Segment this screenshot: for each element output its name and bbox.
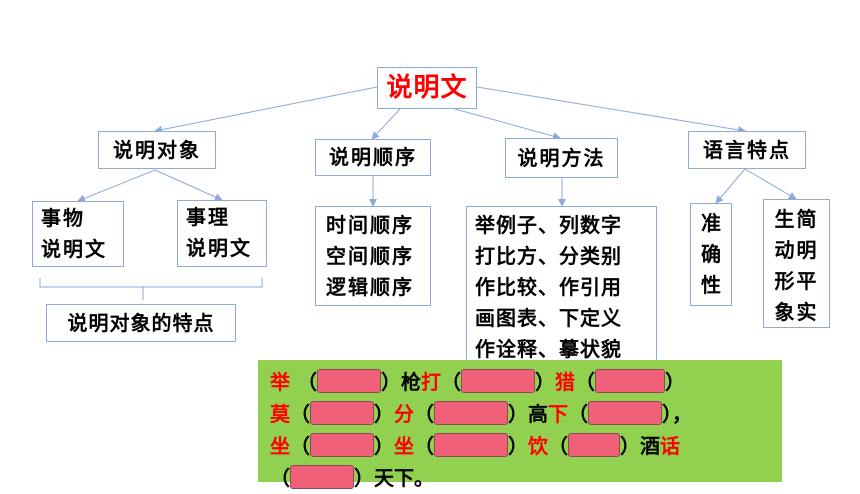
method-items: 举例子、列数字 打比方、分类别 作比较、作引用 画图表、下定义 作诠释、摹状貌 — [466, 206, 657, 366]
paren-close: ） — [508, 434, 528, 458]
paren-close: ） — [620, 434, 640, 458]
answer-blank[interactable] — [568, 433, 620, 457]
connector-root-order — [371, 108, 401, 140]
paren-close: ） — [664, 370, 685, 394]
highlight-char: 坐 — [270, 434, 290, 458]
answer-blank[interactable] — [594, 369, 665, 393]
object-leaf-reasoning: 事理 说明文 — [177, 200, 267, 267]
text: ， — [672, 402, 692, 426]
highlight-char: 话 — [660, 434, 680, 458]
language-left: 准 确 性 — [690, 203, 732, 306]
paren-open: （ — [296, 370, 317, 394]
highlight-char: 分 — [394, 402, 414, 426]
leaf-line: 事理 — [186, 205, 230, 229]
answer-blank[interactable] — [434, 433, 508, 457]
text: 天下。 — [374, 466, 434, 490]
category-method: 说明方法 — [505, 138, 618, 178]
category-language: 语言特点 — [688, 131, 806, 169]
method-item: 作诠释、摹状貌 — [475, 337, 622, 361]
language-pair: 动明 — [774, 238, 819, 262]
answer-blank[interactable] — [316, 369, 381, 393]
order-item: 时间顺序 — [326, 213, 414, 237]
language-pair: 生简 — [774, 207, 819, 231]
paren-open: （ — [574, 370, 595, 394]
connector-language-right — [744, 168, 797, 200]
text: 枪 — [400, 370, 421, 394]
highlight-char: 莫 — [270, 402, 290, 426]
language-pair: 形平 — [774, 269, 819, 293]
quiz-overlay: 举 （）枪打（）猎（） 莫（）分（）高下（）， 坐（）坐（）饮（）酒话 （）天下… — [258, 360, 782, 490]
category-order: 说明顺序 — [315, 139, 431, 176]
text: 高 — [528, 402, 548, 426]
paren-open: （ — [290, 434, 310, 458]
highlight-char: 打 — [420, 370, 441, 394]
answer-blank[interactable] — [588, 401, 662, 425]
connector-object-leaf1 — [77, 169, 156, 203]
quiz-row-2: 莫（）分（）高下（）， — [270, 398, 774, 430]
paren-open: （ — [290, 402, 310, 426]
paren-open: （ — [270, 466, 290, 490]
object-feature: 说明对象的特点 — [46, 304, 236, 342]
paren-open: （ — [440, 370, 461, 394]
connector-root-language — [476, 86, 746, 134]
paren-close: ） — [662, 402, 672, 426]
paren-close: ） — [508, 402, 528, 426]
root-node: 说明文 — [377, 67, 477, 109]
answer-blank[interactable] — [310, 433, 374, 457]
connector-object-leaf2 — [154, 169, 223, 201]
leaf-line: 说明文 — [41, 237, 107, 261]
bracket-object-feature — [39, 278, 263, 300]
method-item: 作比较、作引用 — [475, 275, 622, 299]
quiz-row-4: （ ）天下。 — [270, 462, 774, 494]
language-pair: 象实 — [774, 300, 819, 324]
language-right: 生简 动明 形平 象实 — [763, 199, 830, 328]
leaf-line: 事物 — [41, 206, 85, 230]
method-item: 画图表、下定义 — [475, 306, 622, 330]
highlight-char: 坐 — [394, 434, 414, 458]
connector-lines — [39, 86, 797, 300]
quiz-row-1: 举 （）枪打（）猎（） — [270, 366, 774, 398]
highlight-char: 举 — [270, 370, 290, 394]
connector-root-object — [154, 86, 378, 134]
order-item: 逻辑顺序 — [326, 275, 414, 299]
connector-root-method — [454, 108, 561, 140]
connector-language-left — [715, 168, 746, 204]
paren-close: ） — [354, 466, 374, 490]
answer-blank[interactable] — [434, 401, 508, 425]
order-item: 空间顺序 — [326, 244, 414, 268]
leaf-line: 说明文 — [186, 236, 252, 260]
language-char: 性 — [701, 273, 721, 297]
quiz-row-3: 坐（）坐（）饮（）酒话 — [270, 430, 774, 462]
paren-open: （ — [548, 434, 568, 458]
highlight-char: 下 — [548, 402, 568, 426]
order-items: 时间顺序 空间顺序 逻辑顺序 — [315, 206, 431, 306]
paren-close: ） — [374, 402, 394, 426]
language-char: 确 — [701, 242, 721, 266]
paren-close: ） — [374, 434, 394, 458]
method-item: 打比方、分类别 — [475, 244, 622, 268]
highlight-char: 猎 — [554, 370, 575, 394]
category-object: 说明对象 — [98, 131, 216, 169]
answer-blank[interactable] — [310, 401, 374, 425]
paren-open: （ — [414, 402, 434, 426]
method-item: 举例子、列数字 — [475, 213, 622, 237]
paren-close: ） — [380, 370, 401, 394]
text: 酒 — [640, 434, 660, 458]
paren-close: ） — [534, 370, 555, 394]
paren-open: （ — [414, 434, 434, 458]
paren-open: （ — [568, 402, 588, 426]
language-char: 准 — [701, 211, 721, 235]
answer-blank[interactable] — [290, 465, 354, 489]
object-leaf-things: 事物 说明文 — [32, 201, 124, 267]
answer-blank[interactable] — [460, 369, 535, 393]
highlight-char: 饮 — [528, 434, 548, 458]
